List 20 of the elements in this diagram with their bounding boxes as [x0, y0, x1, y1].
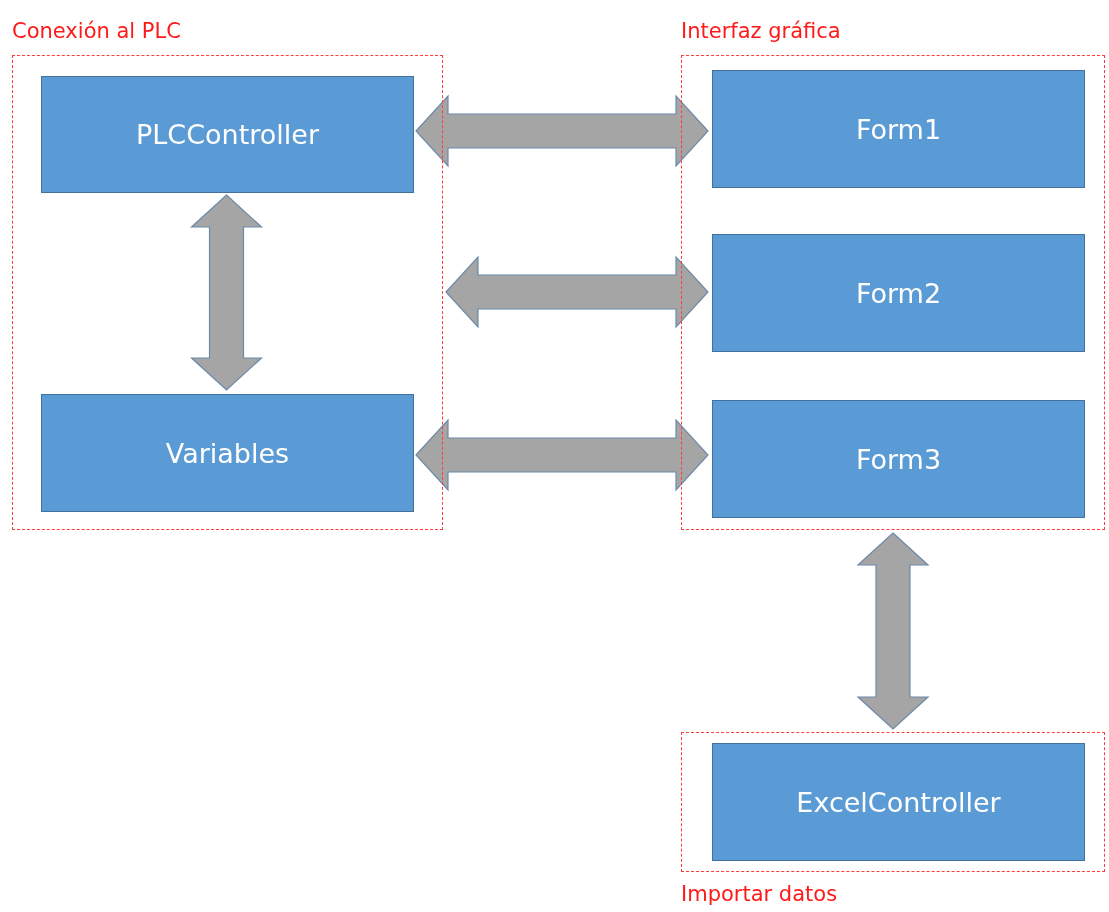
group-title: Importar datos [681, 882, 838, 906]
class-box [712, 400, 1085, 518]
class-name: Form1 [855, 113, 942, 145]
class-box [712, 234, 1085, 352]
double-block-arrow [415, 418, 709, 492]
class-name: Variables [165, 437, 290, 469]
class-name: ExcelController [796, 786, 1001, 818]
double-block-arrow [445, 255, 709, 329]
double-block-arrow [856, 532, 930, 730]
class-name: Form2 [855, 277, 942, 309]
group-title: Conexión al PLC [12, 19, 181, 43]
class-box [41, 76, 414, 193]
class-box [41, 394, 414, 512]
double-block-arrow [415, 94, 709, 168]
double-block-arrow [189, 194, 264, 391]
class-name: Form3 [855, 443, 942, 475]
group-title: Interfaz gráfica [681, 19, 841, 43]
class-name: PLCController [136, 119, 319, 150]
class-box [712, 743, 1085, 861]
class-box [712, 70, 1085, 188]
